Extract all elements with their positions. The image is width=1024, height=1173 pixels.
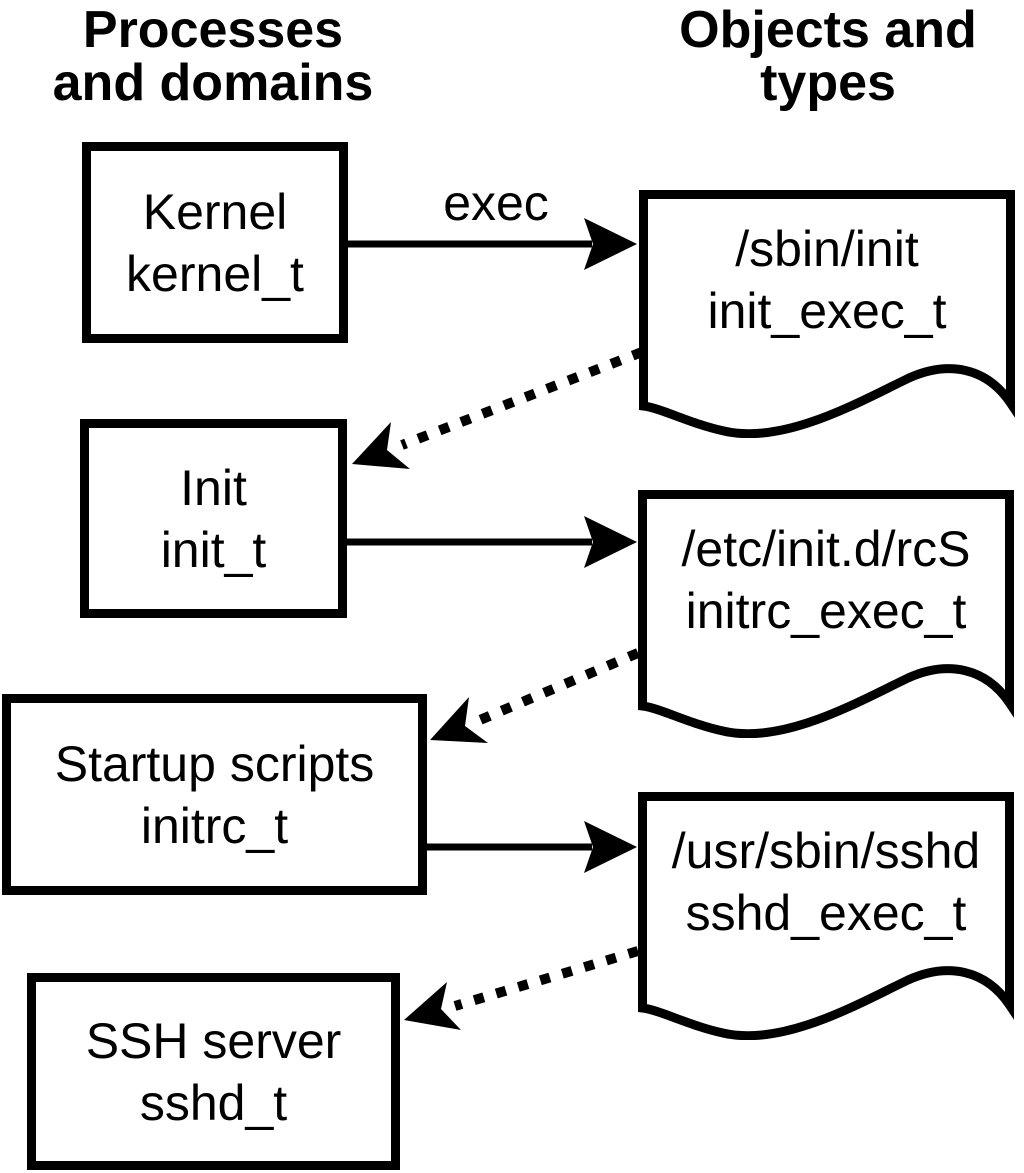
process-box-ssh-server: SSH server sshd_t bbox=[27, 973, 400, 1170]
object-type: sshd_exec_t bbox=[685, 884, 967, 941]
object-path: /sbin/init bbox=[735, 220, 919, 277]
left-header-line2: and domains bbox=[52, 54, 374, 112]
left-header-line1: Processes bbox=[82, 1, 344, 59]
process-box-init: Init init_t bbox=[80, 419, 347, 618]
process-name: Startup scripts bbox=[54, 735, 375, 792]
process-name: Init bbox=[180, 459, 247, 516]
process-domain-type: init_t bbox=[160, 521, 267, 578]
process-box-kernel: Kernel kernel_t bbox=[82, 142, 348, 343]
object-doc-sbin-init: /sbin/init init_exec_t bbox=[639, 190, 1019, 438]
process-domain-type: kernel_t bbox=[126, 245, 304, 302]
object-type: init_exec_t bbox=[707, 282, 947, 339]
object-doc-etc-initd-rcs: /etc/init.d/rcS initrc_exec_t bbox=[638, 490, 1018, 738]
document-shape-icon bbox=[638, 490, 1014, 738]
process-domain-type: initrc_t bbox=[140, 797, 289, 854]
exec-arrow-init-to-rcs bbox=[347, 516, 637, 568]
right-header-line2: types bbox=[760, 54, 896, 112]
document-shape-icon bbox=[639, 190, 1015, 438]
transition-arrow-sshd-exec-to-sshd-t bbox=[404, 946, 640, 1030]
exec-arrow-initrc-to-sshd bbox=[427, 821, 637, 873]
right-column-header: Objects and types bbox=[640, 4, 1016, 110]
process-domain-type: sshd_t bbox=[139, 1074, 288, 1131]
exec-arrow-label: exec bbox=[443, 175, 549, 231]
process-name: SSH server bbox=[85, 1012, 342, 1069]
object-type: initrc_exec_t bbox=[685, 582, 967, 639]
object-doc-usr-sbin-sshd: /usr/sbin/sshd sshd_exec_t bbox=[638, 792, 1018, 1040]
right-header-line1: Objects and bbox=[679, 1, 977, 59]
process-name: Kernel bbox=[142, 183, 288, 240]
object-path: /usr/sbin/sshd bbox=[671, 822, 981, 879]
process-box-startup-scripts: Startup scripts initrc_t bbox=[2, 694, 427, 895]
document-shape-icon bbox=[638, 792, 1014, 1040]
left-column-header: Processes and domains bbox=[20, 4, 406, 110]
transition-arrow-init-exec-to-init-t bbox=[352, 347, 644, 469]
object-path: /etc/init.d/rcS bbox=[681, 520, 971, 577]
transition-arrow-initrc-exec-to-initrc-t bbox=[430, 648, 640, 743]
